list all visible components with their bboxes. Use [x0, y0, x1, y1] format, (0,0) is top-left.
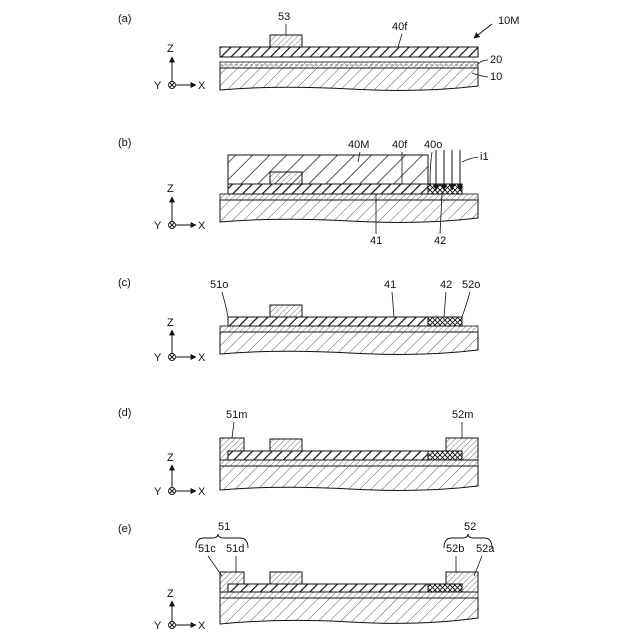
- callout-53: 53: [278, 11, 290, 23]
- axis-indicator-d: Z Y X: [154, 452, 206, 498]
- leader-41-c: [392, 292, 394, 317]
- layer-20: [220, 62, 478, 68]
- svg-text:Z: Z: [167, 317, 174, 329]
- pad-53-c: [270, 305, 302, 317]
- callout-i1: i1: [480, 151, 489, 163]
- callout-51c: 51c: [198, 543, 216, 555]
- panel-label-a: (a): [118, 13, 131, 25]
- callout-52: 52: [464, 521, 476, 533]
- callout-52m: 52m: [452, 409, 473, 421]
- callout-52b: 52b: [446, 543, 464, 555]
- axis-y-label: Y: [154, 80, 162, 92]
- ref-label-10M: 10M: [498, 15, 519, 27]
- callout-51o: 51o: [210, 279, 228, 291]
- layer-20-c: [220, 326, 478, 332]
- svg-text:X: X: [198, 620, 206, 632]
- leader-52o: [462, 292, 470, 317]
- panel-d: (d) 51m 52m Z Y X: [118, 407, 478, 498]
- callout-41-c: 41: [384, 279, 396, 291]
- panel-label-e: (e): [118, 523, 131, 535]
- svg-text:Z: Z: [167, 588, 174, 600]
- panel-label-c: (c): [118, 277, 131, 289]
- svg-text:Y: Y: [154, 352, 162, 364]
- leader-51m: [232, 422, 234, 438]
- film-41-d: [228, 451, 428, 460]
- callout-10: 10: [490, 71, 502, 83]
- svg-text:X: X: [198, 220, 206, 232]
- film-42-e: [428, 584, 462, 592]
- film-41-e: [228, 584, 428, 592]
- callout-51: 51: [218, 521, 230, 533]
- callout-42: 42: [434, 235, 446, 247]
- axis-indicator-e: Z Y X: [154, 588, 206, 632]
- svg-text:X: X: [198, 352, 206, 364]
- layer-20-b: [220, 194, 478, 200]
- callout-20: 20: [490, 54, 502, 66]
- film-41-c: [228, 317, 428, 326]
- svg-text:X: X: [198, 486, 206, 498]
- callout-40M: 40M: [348, 139, 369, 151]
- callout-52a: 52a: [476, 543, 495, 555]
- leader-i1: [462, 157, 478, 162]
- panel-b: (b) 40M 40f 40o i1 41 42 Z: [118, 137, 489, 247]
- panel-label-b: (b): [118, 137, 131, 149]
- callout-51m: 51m: [226, 409, 247, 421]
- film-42-exposed: [428, 184, 462, 194]
- pad-53-e: [270, 572, 302, 584]
- substrate-10-e: [220, 598, 478, 624]
- leader-20: [478, 60, 488, 64]
- pad-53: [270, 35, 302, 47]
- svg-text:Y: Y: [154, 486, 162, 498]
- leader-40f: [398, 34, 402, 47]
- pad-53-d: [270, 439, 302, 451]
- film-42-c: [428, 317, 462, 326]
- axis-x-label: X: [198, 80, 206, 92]
- callout-41: 41: [370, 235, 382, 247]
- panel-e: (e) 51 52 51c 51d 52b 52a Z Y X: [118, 521, 495, 632]
- substrate-10-c: [220, 332, 478, 354]
- callout-40f: 40f: [392, 21, 408, 33]
- leader-51o: [222, 292, 228, 317]
- substrate-10-d: [220, 466, 478, 490]
- callout-51d: 51d: [226, 543, 244, 555]
- svg-text:Z: Z: [167, 452, 174, 464]
- substrate-10-b: [220, 200, 478, 222]
- panel-label-d: (d): [118, 407, 131, 419]
- axis-indicator-b: Z Y X: [154, 183, 206, 232]
- axis-z-label: Z: [167, 43, 174, 55]
- substrate-10: [220, 68, 478, 90]
- layer-20-d: [220, 460, 478, 466]
- ref-arrow: [474, 24, 492, 38]
- leader-51c: [208, 556, 222, 576]
- svg-text:Z: Z: [167, 183, 174, 195]
- svg-text:Y: Y: [154, 220, 162, 232]
- panel-c: (c) 51o 41 42 52o Z Y X: [118, 277, 480, 364]
- pad-53-b: [270, 172, 302, 184]
- callout-40o: 40o: [424, 139, 442, 151]
- film-42-d: [428, 451, 462, 460]
- callout-40f-b: 40f: [392, 139, 408, 151]
- panel-a: (a) 10M 53 40f 20 10 Z Y X: [118, 11, 519, 92]
- layer-20-e: [220, 592, 478, 598]
- callout-52o: 52o: [462, 279, 480, 291]
- svg-text:Y: Y: [154, 620, 162, 632]
- film-40f: [220, 47, 478, 57]
- mask-40M: [228, 155, 428, 184]
- film-41: [228, 184, 428, 194]
- leader-42-c: [444, 292, 446, 317]
- callout-42-c: 42: [440, 279, 452, 291]
- axis-indicator-c: Z Y X: [154, 317, 206, 364]
- axis-indicator-a: Z Y X: [154, 43, 206, 92]
- leader-40o: [430, 152, 432, 184]
